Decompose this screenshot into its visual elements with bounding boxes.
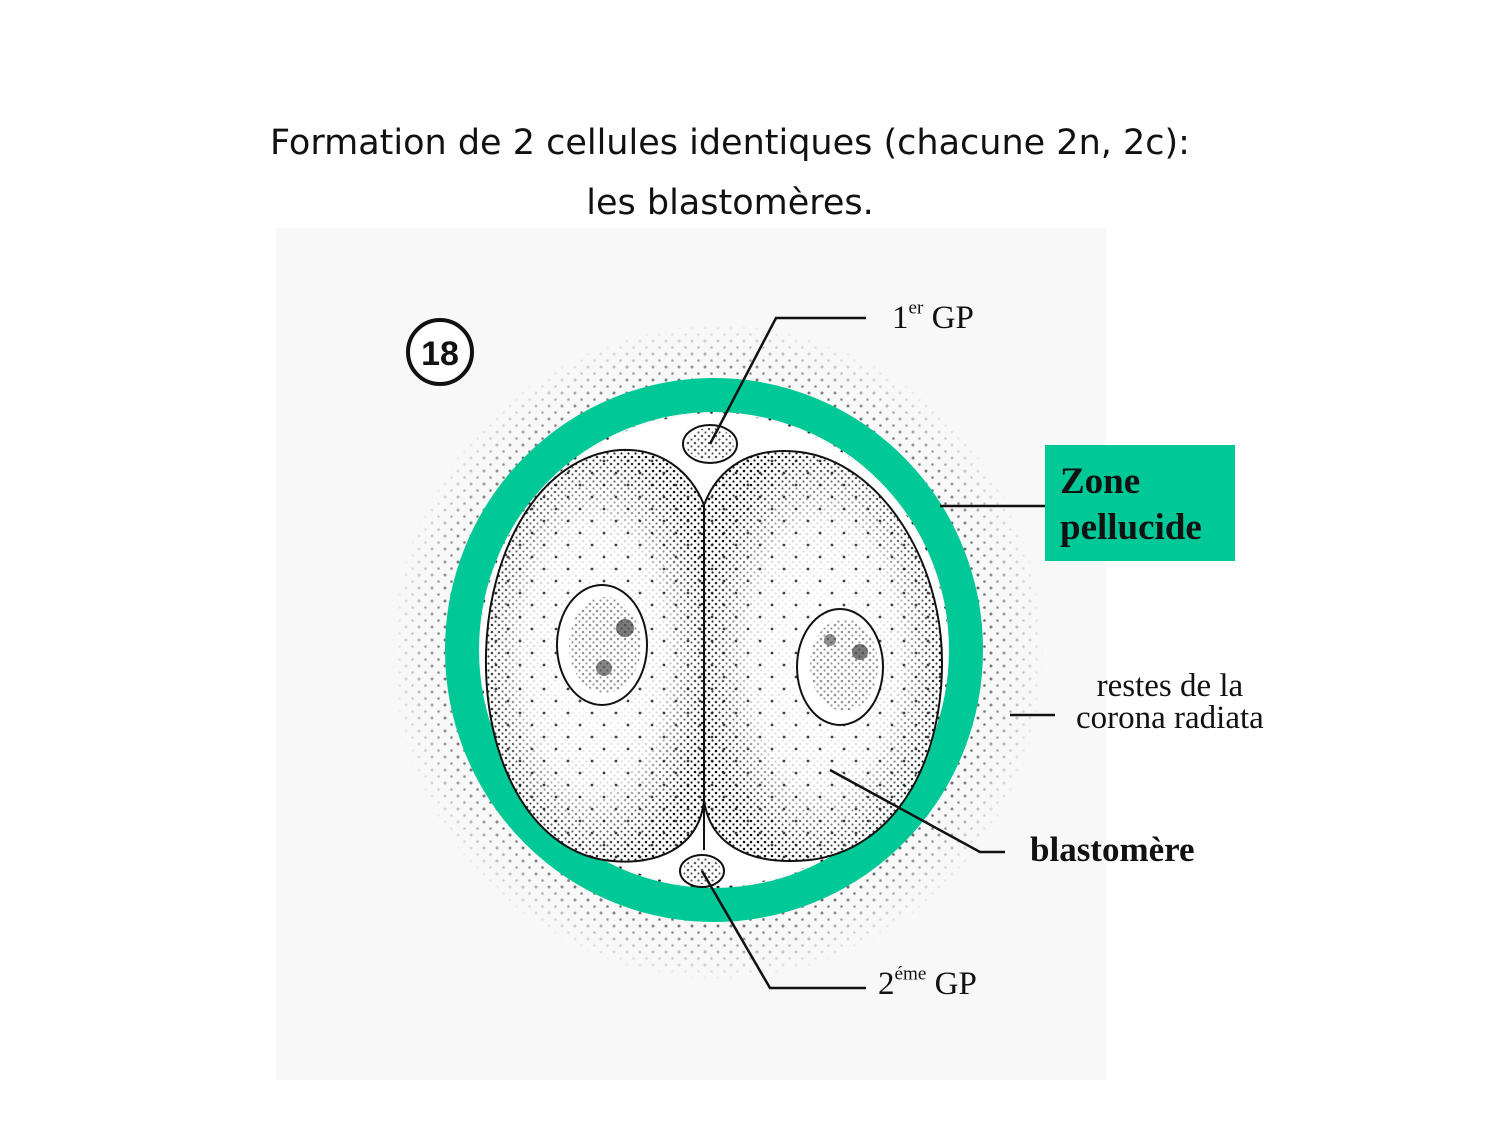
label-second-polar-body: 2éme GP [878, 963, 977, 1003]
slide-title: Formation de 2 cellules identiques (chac… [0, 113, 1460, 233]
figure-number-badge: 18 [406, 318, 474, 386]
label-zone-pellucide: Zone pellucide [1045, 445, 1235, 561]
label-corona-radiata: restes de la corona radiata [1076, 668, 1264, 736]
nucleus-right [796, 608, 884, 726]
corona-line-2: corona radiata [1076, 700, 1264, 736]
label-blastomere: blastomère [1030, 830, 1195, 869]
label-gp1-number: 1 [892, 300, 909, 336]
label-gp2-text: GP [934, 966, 977, 1002]
zone-pellucide-line-2: pellucide [1060, 507, 1202, 548]
corona-line-1: restes de la [1096, 668, 1244, 704]
leader-blastomere [829, 768, 1005, 854]
leader-gp1 [708, 316, 866, 445]
label-first-polar-body: 1er GP [892, 297, 974, 337]
nucleus-left [556, 584, 648, 706]
slide-title-line-2: les blastomères. [586, 183, 874, 223]
zone-pellucide-ring [445, 378, 983, 922]
leader-gp2 [700, 870, 866, 990]
leader-lines [700, 316, 1055, 990]
label-gp2-number: 2 [878, 966, 895, 1002]
label-gp2-superscript: éme [894, 963, 927, 985]
label-gp1-superscript: er [908, 297, 924, 319]
figure-number: 18 [421, 335, 459, 373]
slide-title-line-1: Formation de 2 cellules identiques (chac… [270, 123, 1190, 163]
zone-pellucide-line-1: Zone [1060, 461, 1141, 502]
label-gp1-text: GP [931, 300, 974, 336]
